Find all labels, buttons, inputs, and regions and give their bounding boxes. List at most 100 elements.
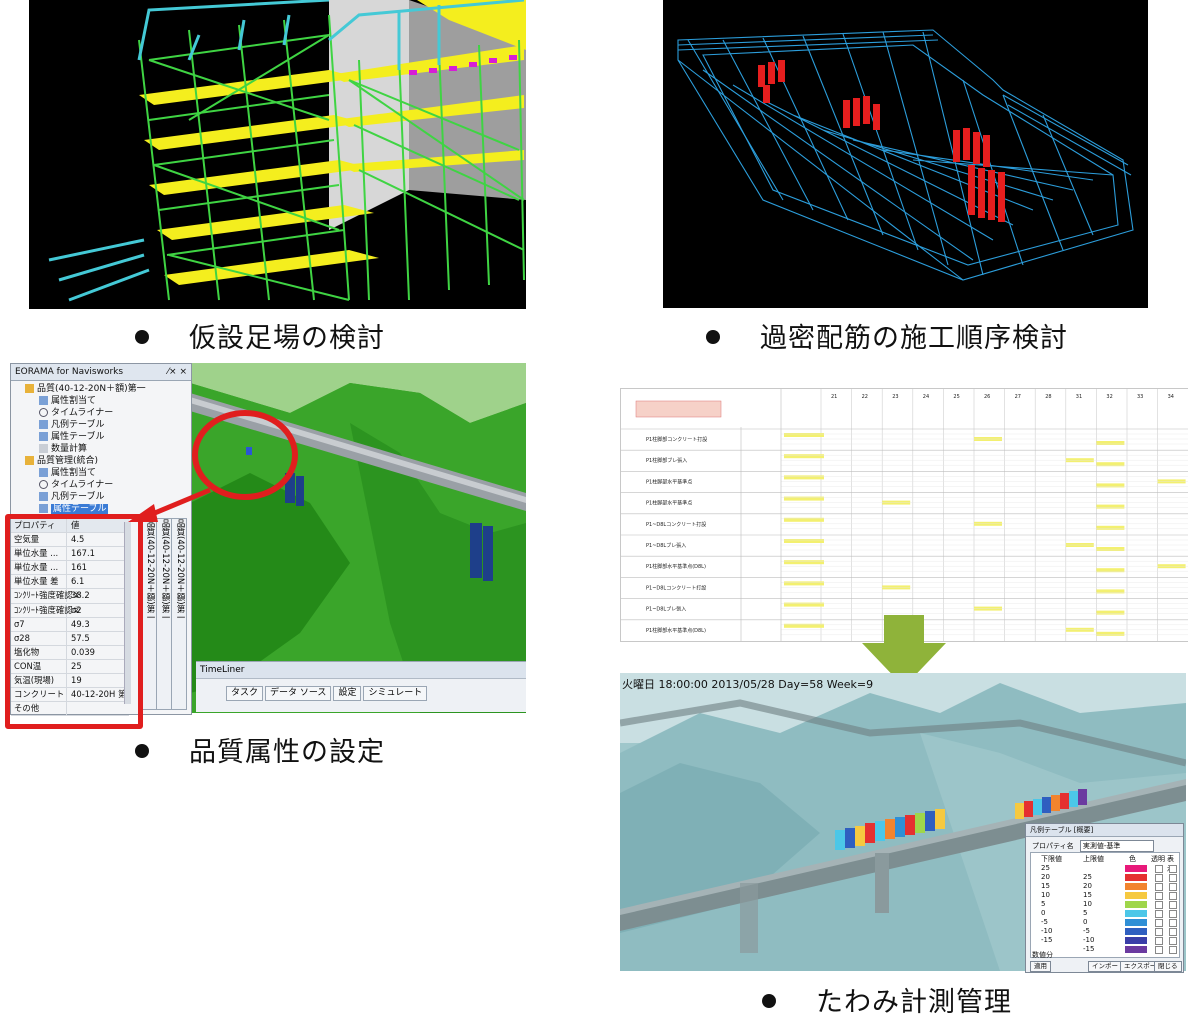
sheet-col-header: 33 <box>1137 394 1143 400</box>
transparent-checkbox[interactable] <box>1155 901 1163 909</box>
property-row[interactable]: 気温(現場)19 <box>11 674 129 689</box>
tab-data-source[interactable]: データ ソース <box>265 686 332 701</box>
visible-checkbox[interactable] <box>1169 919 1177 927</box>
property-scrollbar[interactable] <box>124 522 131 704</box>
visible-checkbox[interactable] <box>1169 892 1177 900</box>
tree-node-attribute-table-2[interactable]: 属性テーブル <box>25 503 191 515</box>
visible-checkbox[interactable] <box>1169 928 1177 936</box>
legend-color-swatch[interactable] <box>1125 928 1147 935</box>
transparent-checkbox[interactable] <box>1155 937 1163 945</box>
visible-checkbox[interactable] <box>1169 946 1177 954</box>
transparent-checkbox[interactable] <box>1155 892 1163 900</box>
visible-checkbox[interactable] <box>1169 865 1177 873</box>
tree-node-attribute-table[interactable]: 属性テーブル <box>25 431 191 443</box>
transparent-checkbox[interactable] <box>1155 883 1163 891</box>
sheet-highlight-cell <box>784 454 824 459</box>
transparent-checkbox[interactable] <box>1155 946 1163 954</box>
highlight-callout <box>128 410 298 522</box>
legend-color-swatch[interactable] <box>1125 919 1147 926</box>
property-row[interactable]: ｺﾝｸﾘｰﾄ強度確認②σ2 <box>11 603 129 618</box>
tree-node-attribute-assign-2[interactable]: 属性割当て <box>25 467 191 479</box>
bullet-dot <box>706 329 720 344</box>
tree-node-timeliner-2[interactable]: タイムライナー <box>25 479 191 491</box>
legend-color-swatch[interactable] <box>1125 901 1147 908</box>
legend-color-swatch[interactable] <box>1125 883 1147 890</box>
tree-node-quality-integrated[interactable]: 品質管理(統合) <box>25 455 191 467</box>
transparent-checkbox[interactable] <box>1155 910 1163 918</box>
window-controls[interactable]: ⁄× × <box>167 367 187 377</box>
clock-icon <box>39 480 48 489</box>
sheet-col-header: 23 <box>892 394 898 400</box>
legend-color-swatch[interactable] <box>1125 937 1147 944</box>
legend-color-swatch[interactable] <box>1125 874 1147 881</box>
property-row[interactable]: ｺﾝｸﾘｰﾄ強度確認①38.2 <box>11 589 129 604</box>
visible-checkbox[interactable] <box>1169 901 1177 909</box>
visible-checkbox[interactable] <box>1169 937 1177 945</box>
transparent-checkbox[interactable] <box>1155 919 1163 927</box>
highlight-box <box>5 514 143 729</box>
legend-row[interactable]: 25 <box>1037 864 1177 873</box>
legend-row[interactable]: -15 <box>1037 945 1177 954</box>
visible-checkbox[interactable] <box>1169 910 1177 918</box>
rebar-render <box>677 29 1134 281</box>
tab-simulate[interactable]: シミュレート <box>363 686 428 701</box>
sheet-col-header: 31 <box>1076 394 1082 400</box>
legend-upper: 25 <box>1083 873 1092 881</box>
legend-color-swatch[interactable] <box>1125 910 1147 917</box>
transparent-checkbox[interactable] <box>1155 865 1163 873</box>
rebar-3d-view <box>663 0 1148 308</box>
legend-upper: 10 <box>1083 900 1092 908</box>
tree-view: 品質(40-12-20N＋額)第一 属性割当て タイムライナー 凡例テーブル 属… <box>11 381 191 527</box>
tree-node-timeliner[interactable]: タイムライナー <box>25 407 191 419</box>
bullet-dot <box>762 993 776 1008</box>
tree-node-legend-table-2[interactable]: 凡例テーブル <box>25 491 191 503</box>
terrain-3d-view <box>190 363 526 713</box>
tree-node-quality-first[interactable]: 品質(40-12-20N＋額)第一 <box>25 383 191 395</box>
vertical-tab[interactable]: 品質(40-12-20N＋額)第一 <box>171 518 187 710</box>
legend-color-swatch[interactable] <box>1125 865 1147 872</box>
table-icon <box>39 492 48 501</box>
tree-node-legend-table[interactable]: 凡例テーブル <box>25 419 191 431</box>
sheet-row-label: P1柱脚部水平基準点 <box>646 478 692 485</box>
vertical-tab[interactable]: 品質(40-12-20N＋額)第一 <box>156 518 172 710</box>
sheet-row-label: P1柱脚部水平基準点 <box>646 500 692 507</box>
tab-settings[interactable]: 設定 <box>333 686 362 701</box>
transparent-checkbox[interactable] <box>1155 928 1163 936</box>
close-button[interactable]: 閉じる <box>1154 961 1182 972</box>
table-icon <box>39 504 48 513</box>
property-row[interactable]: 単位水量 ...161 <box>11 561 129 576</box>
tree-node-quantity[interactable]: 数量計算 <box>25 443 191 455</box>
visible-checkbox[interactable] <box>1169 874 1177 882</box>
legend-property-select[interactable]: 実測値-基準 <box>1079 840 1154 852</box>
legend-row[interactable]: -10-5 <box>1037 927 1177 936</box>
legend-lower: -10 <box>1041 927 1053 935</box>
apply-button[interactable]: 適用 <box>1030 961 1051 972</box>
legend-color-swatch[interactable] <box>1125 946 1147 953</box>
property-row[interactable]: その他 <box>11 702 129 717</box>
legend-footer: 数値分 <box>1032 951 1053 959</box>
vertical-tab[interactable]: 品質(40-12-20N＋額)第一 <box>141 518 157 710</box>
caption-deflection: たわみ計測管理 <box>762 980 1012 1019</box>
property-row[interactable]: 単位水量 ...167.1 <box>11 547 129 562</box>
tree-node-attribute-assign[interactable]: 属性割当て <box>25 395 191 407</box>
visible-checkbox[interactable] <box>1169 883 1177 891</box>
tab-task[interactable]: タスク <box>226 686 264 701</box>
sheet-highlight-cell <box>1096 568 1125 573</box>
property-header: プロパティ値 <box>11 519 129 534</box>
transparent-checkbox[interactable] <box>1155 874 1163 882</box>
legend-row[interactable]: -15-10 <box>1037 936 1177 945</box>
legend-color-swatch[interactable] <box>1125 892 1147 899</box>
